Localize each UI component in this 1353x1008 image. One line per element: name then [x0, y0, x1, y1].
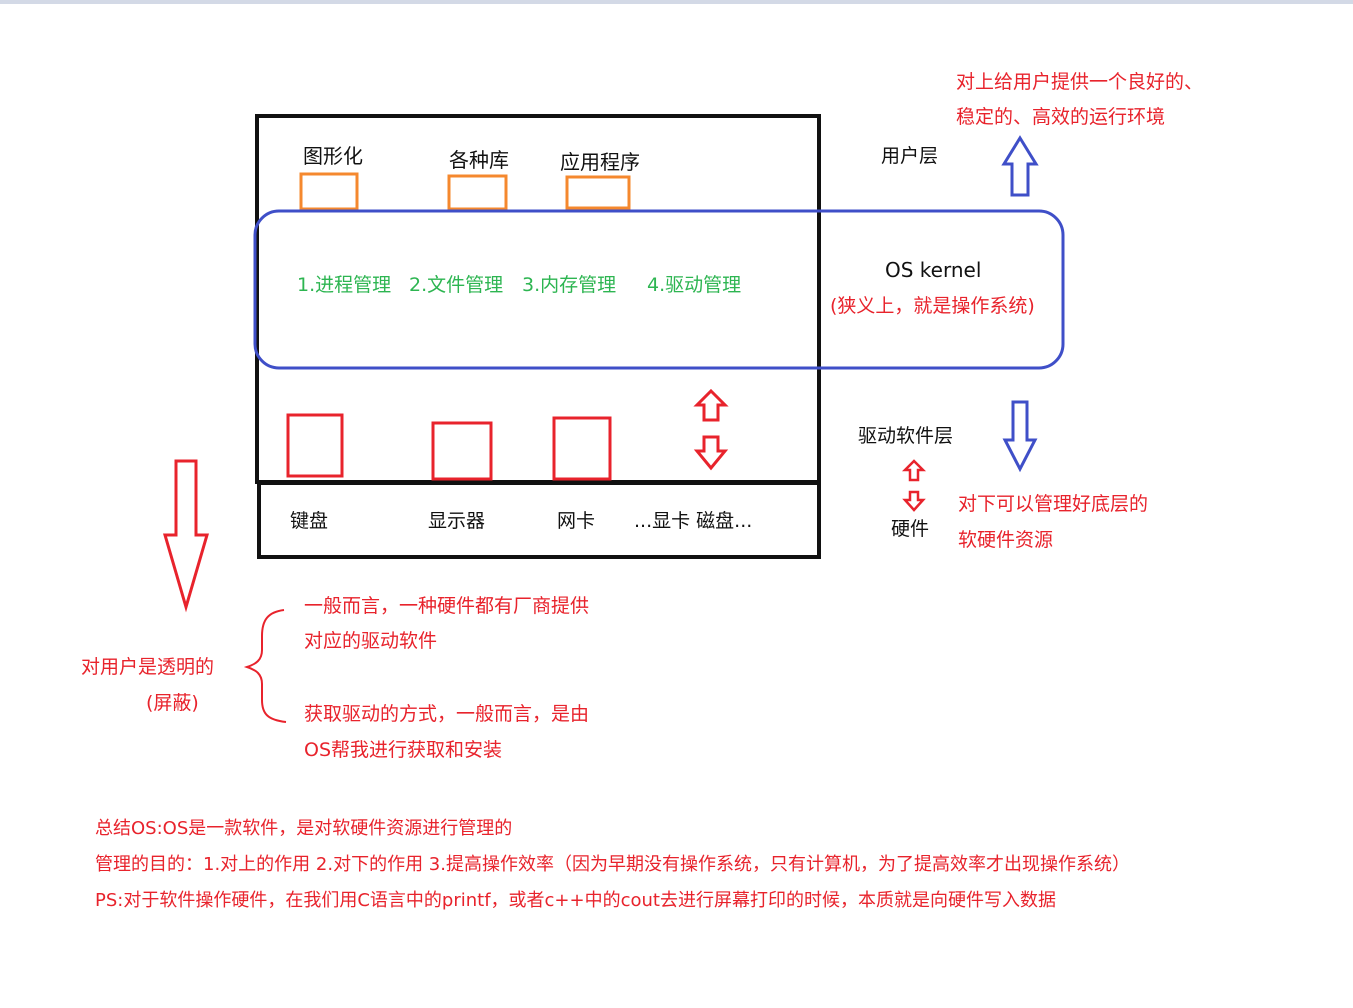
hardware-up-arrow-icon [901, 459, 927, 482]
window-top-border [0, 0, 1353, 4]
driver-up-arrow-icon [693, 388, 729, 422]
driver-note-line-3: 获取驱动的方式，一般而言，是由 [304, 703, 590, 725]
downward-arrow-icon [1002, 400, 1038, 473]
application-label: 应用程序 [560, 150, 640, 174]
os-kernel-note: (狭义上，就是操作系统) [830, 295, 1035, 317]
summary-line-1: 总结OS:OS是一款软件，是对软硬件资源进行管理的 [95, 818, 513, 839]
upward-note-line-1: 对上给用户提供一个良好的、 [956, 71, 1204, 93]
other-hardware-label: ...显卡 磁盘... [634, 510, 753, 532]
driver-down-arrow-icon [693, 435, 729, 471]
driver-layer-label: 驱动软件层 [858, 425, 954, 447]
graphics-box [299, 172, 359, 211]
hardware-label: 硬件 [891, 518, 930, 540]
graphics-label: 图形化 [303, 144, 363, 168]
display-driver-box [431, 421, 493, 481]
network-driver-box [552, 416, 612, 481]
user-layer-label: 用户层 [881, 145, 939, 167]
driver-note-line-1: 一般而言，一种硬件都有厂商提供 [304, 595, 590, 617]
hardware-down-arrow-icon [902, 490, 926, 512]
downward-note-line-2: 软硬件资源 [958, 529, 1054, 551]
summary-line-3: PS:对于软件操作硬件，在我们用C语言中的printf，或者c++中的cout去… [95, 890, 1056, 911]
transparent-note-line-2: (屏蔽) [146, 692, 199, 714]
file-management-label: 2.文件管理 [409, 274, 504, 296]
downward-note-line-1: 对下可以管理好底层的 [958, 493, 1149, 515]
driver-note-line-2: 对应的驱动软件 [304, 630, 438, 652]
notes-brace-icon [243, 609, 287, 723]
network-card-label: 网卡 [557, 510, 596, 532]
transparent-down-arrow-icon [163, 459, 209, 613]
display-label: 显示器 [428, 510, 486, 532]
application-box [565, 175, 631, 210]
driver-management-label: 4.驱动管理 [647, 274, 742, 296]
upward-arrow-icon [1001, 135, 1039, 197]
process-management-label: 1.进程管理 [297, 274, 392, 296]
hardware-box [257, 481, 821, 559]
driver-note-line-4: OS帮我进行获取和安装 [304, 739, 503, 761]
keyboard-driver-box [286, 413, 344, 478]
upward-note-line-2: 稳定的、高效的运行环境 [956, 106, 1166, 128]
library-box [447, 174, 508, 211]
summary-line-2: 管理的目的：1.对上的作用 2.对下的作用 3.提高操作效率（因为早期没有操作系… [95, 854, 1130, 875]
keyboard-label: 键盘 [290, 510, 329, 532]
os-kernel-box [253, 209, 1065, 370]
memory-management-label: 3.内存管理 [522, 274, 617, 296]
os-kernel-label: OS kernel [885, 258, 982, 282]
library-label: 各种库 [449, 148, 509, 172]
transparent-note-line-1: 对用户是透明的 [81, 656, 215, 678]
